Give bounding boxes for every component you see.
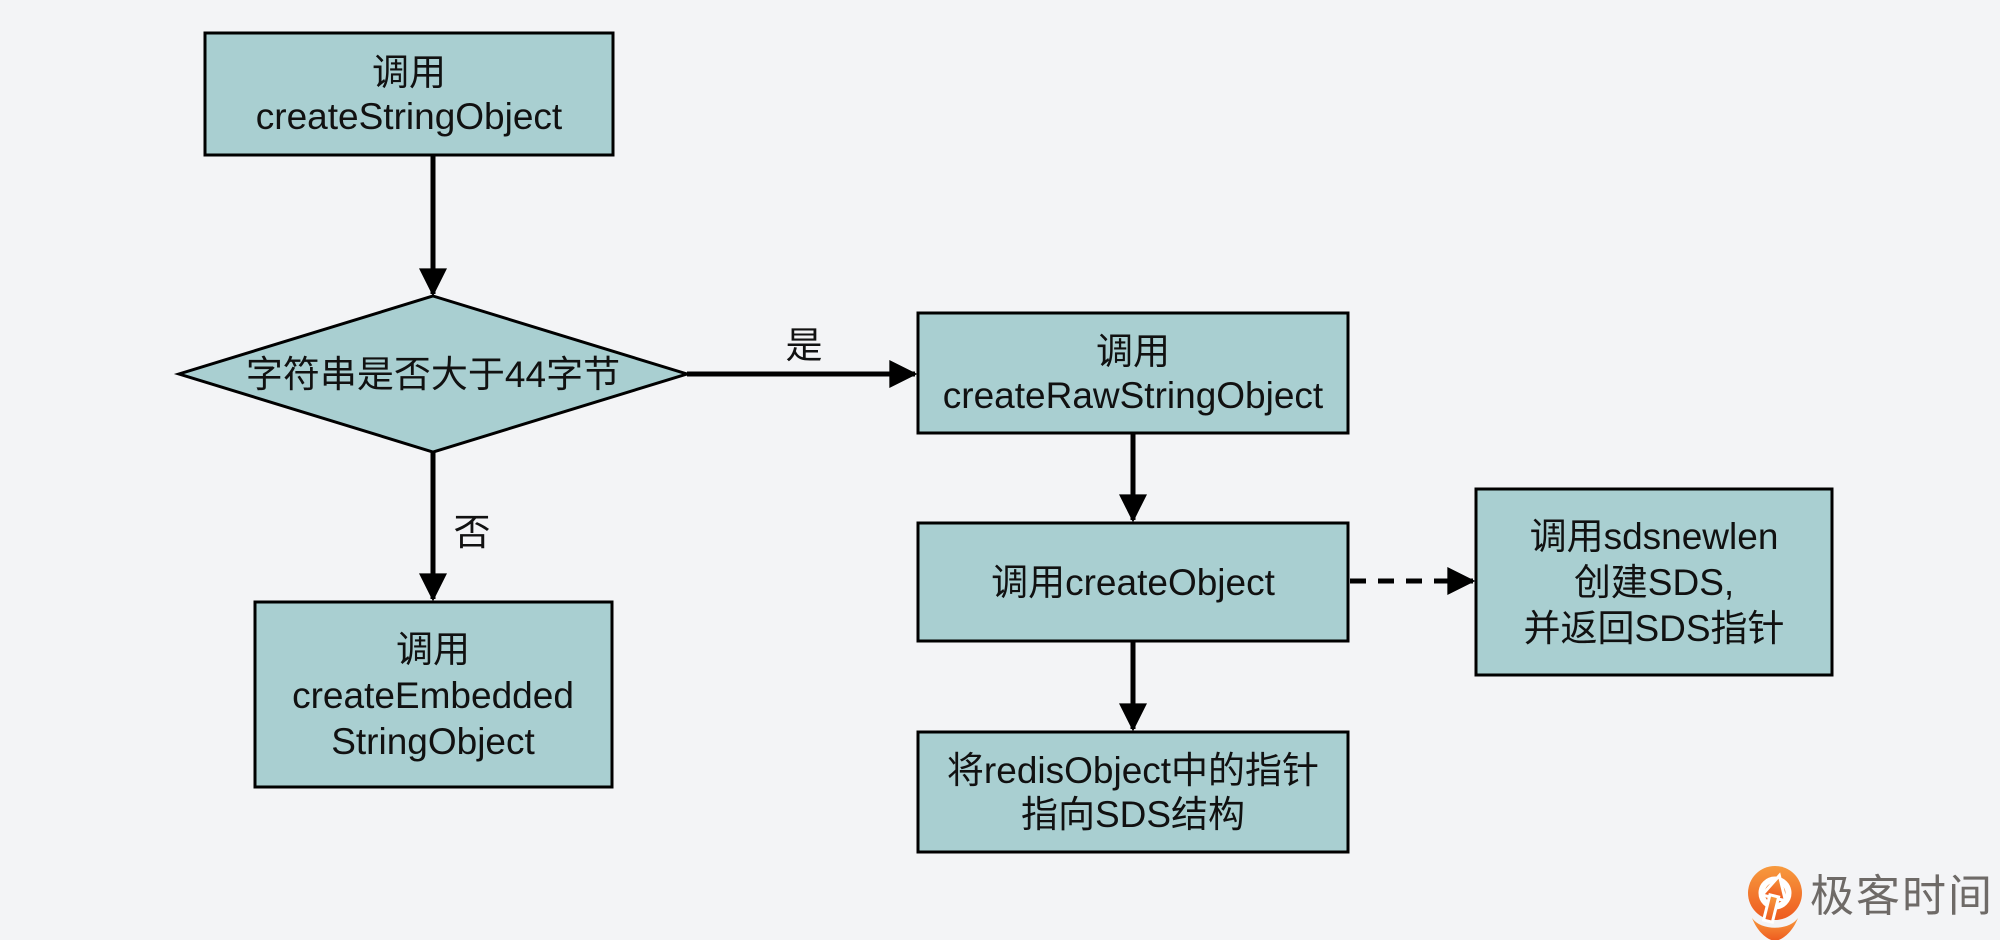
node-create-raw-string-object-line-1: 调用 bbox=[1096, 331, 1170, 372]
node-create-embedded-string-object-line-1: 调用 bbox=[396, 629, 470, 670]
geektime-logo-icon bbox=[1748, 866, 1802, 940]
edge-label-no: 否 bbox=[454, 512, 491, 553]
node-sdsnewlen-line-2: 创建SDS, bbox=[1574, 562, 1734, 603]
node-assign-pointer bbox=[916, 730, 1350, 854]
node-assign-pointer-line-2: 指向SDS结构 bbox=[1021, 794, 1245, 835]
node-create-string-object-line-1: 调用 bbox=[372, 52, 446, 93]
geektime-logo-text: 极客时间 bbox=[1810, 872, 1994, 921]
node-create-embedded-string-object bbox=[253, 600, 614, 789]
node-sdsnewlen-line-1: 调用sdsnewlen bbox=[1530, 516, 1779, 557]
node-create-string-object-line-2: createStringObject bbox=[256, 96, 563, 137]
edge-label-yes: 是 bbox=[786, 325, 823, 366]
node-create-string-object bbox=[203, 31, 615, 157]
node-create-raw-string-object-line-2: createRawStringObject bbox=[943, 375, 1324, 416]
node-sdsnewlen-line-3: 并返回SDS指针 bbox=[1523, 608, 1784, 649]
node-create-embedded-string-object-line-2: createEmbedded bbox=[292, 675, 574, 716]
node-create-object bbox=[916, 521, 1350, 643]
decision-diamond bbox=[173, 294, 693, 454]
node-create-object-label: 调用createObject bbox=[991, 562, 1275, 603]
node-create-embedded-string-object-line-3: StringObject bbox=[331, 721, 535, 762]
node-sdsnewlen bbox=[1474, 487, 1834, 677]
node-create-raw-string-object bbox=[916, 311, 1350, 435]
geektime-logo: 极客时间 bbox=[1748, 866, 1994, 940]
node-assign-pointer-line-1: 将redisObject中的指针 bbox=[947, 750, 1319, 791]
decision-diamond-label: 字符串是否大于44字节 bbox=[246, 354, 620, 395]
